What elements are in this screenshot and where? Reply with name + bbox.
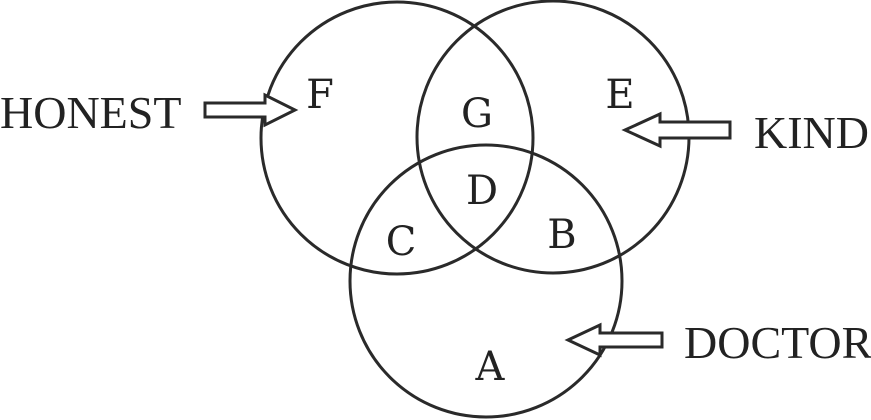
region-c: C — [386, 219, 417, 265]
honest-circle — [259, 0, 535, 276]
kind-label: KIND — [754, 107, 869, 158]
honest-label: HONEST — [0, 87, 181, 138]
doctor-arrow-icon — [564, 322, 664, 358]
kind-arrow-icon — [621, 111, 732, 149]
region-b: B — [547, 212, 576, 258]
region-a: A — [475, 344, 506, 390]
region-e: E — [605, 72, 634, 118]
honest-arrow-icon — [203, 92, 299, 128]
region-d: D — [466, 168, 498, 214]
region-g: G — [461, 91, 493, 137]
doctor-label: DOCTOR — [684, 317, 871, 368]
region-f: F — [306, 72, 334, 118]
doctor-circle — [348, 143, 624, 419]
